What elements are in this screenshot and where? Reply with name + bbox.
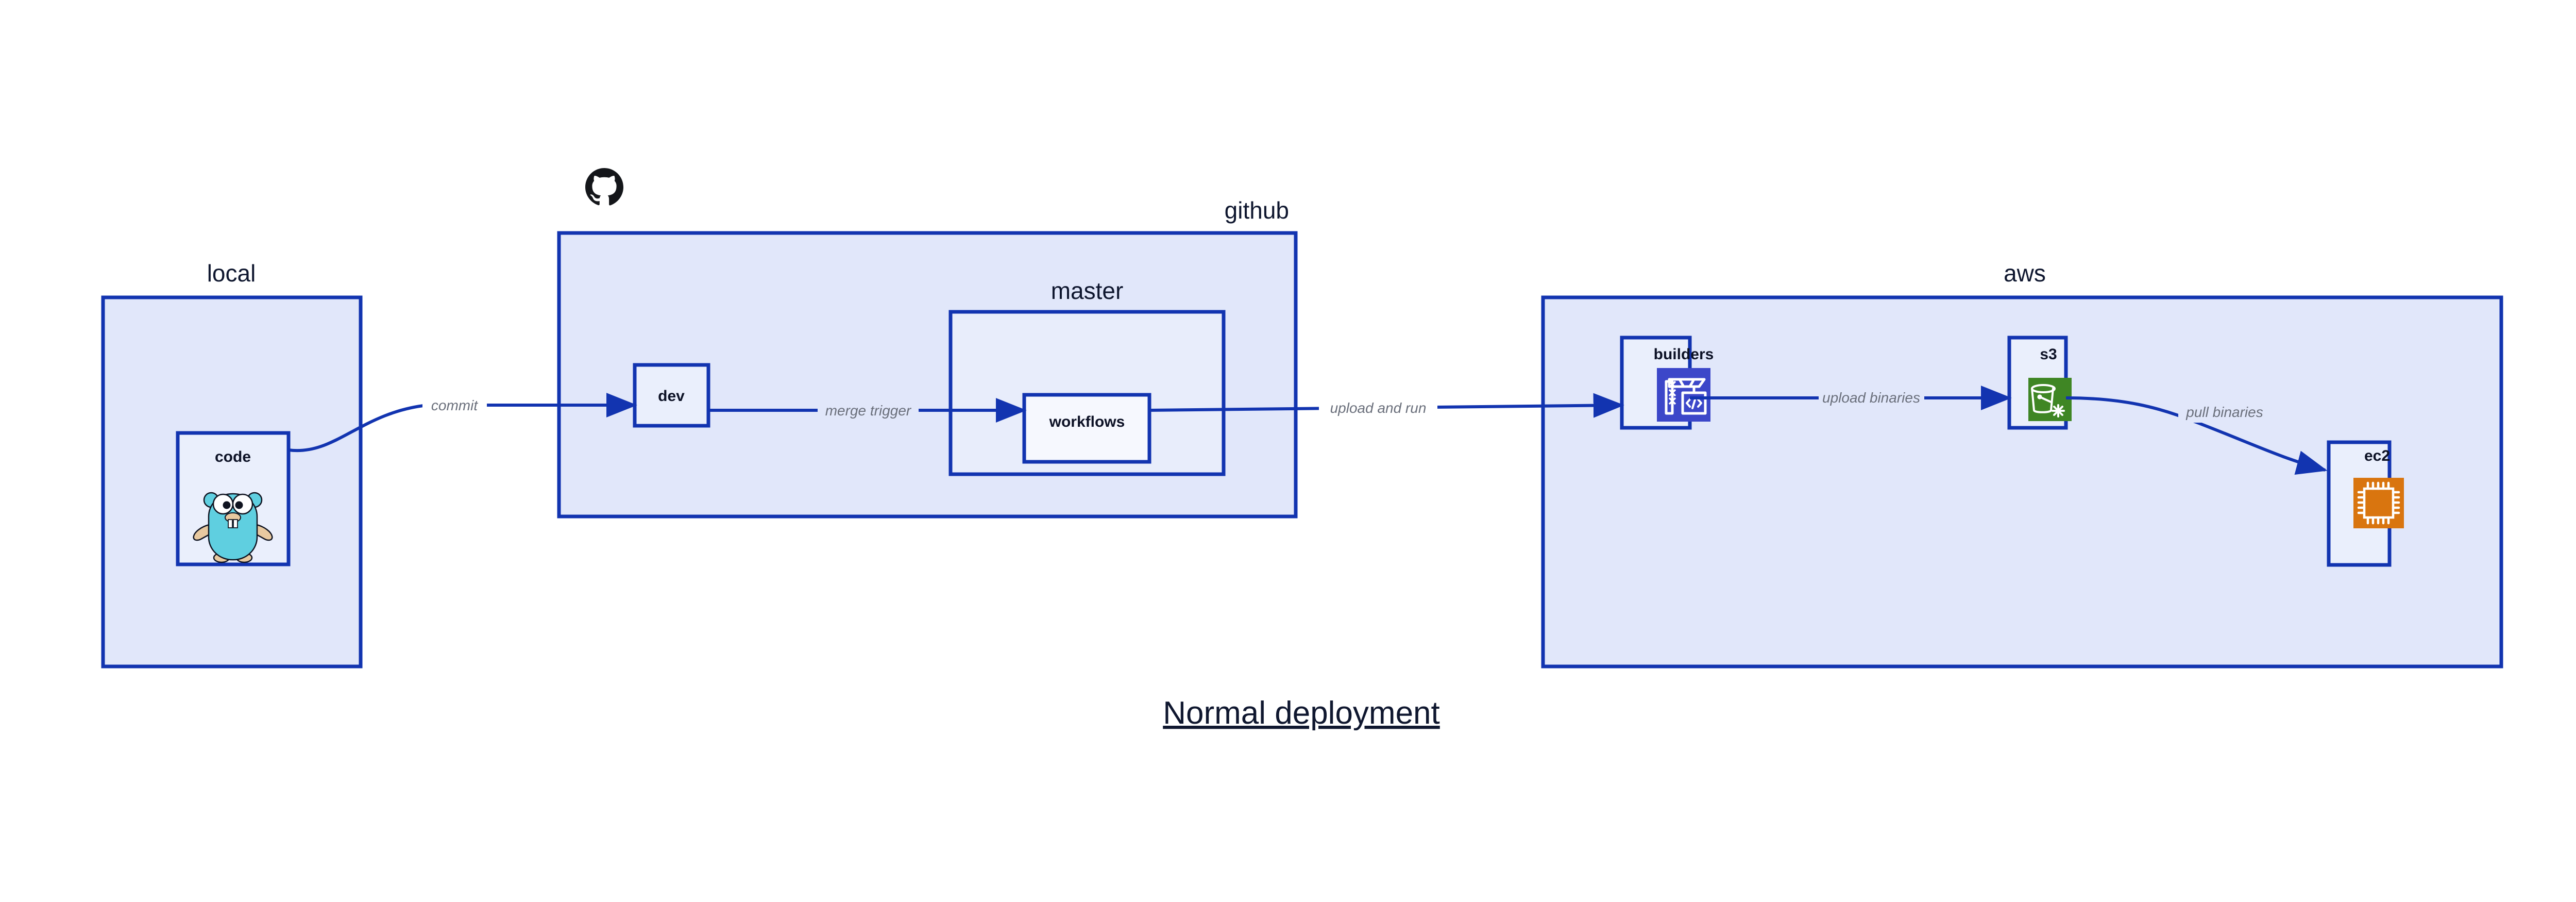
- edge-upload-binaries: upload binaries: [1690, 386, 2012, 410]
- edge-commit-label: commit: [431, 397, 478, 413]
- group-local: local code: [101, 260, 363, 669]
- group-github-label: github: [1225, 197, 1289, 224]
- edge-upload-and-run-label: upload and run: [1330, 400, 1427, 416]
- node-dev[interactable]: dev: [633, 363, 710, 428]
- diagram-caption: Normal deployment: [1163, 695, 1440, 731]
- group-master: master workflows: [948, 277, 1226, 476]
- edge-commit-line: [288, 393, 637, 453]
- edge-pull-binaries-label-bg: [2178, 402, 2271, 423]
- group-github: github dev master workflows: [557, 168, 1298, 519]
- edge-commit: commit: [288, 393, 637, 453]
- edge-merge-trigger: merge trigger: [708, 398, 1027, 423]
- node-dev-label: dev: [658, 388, 685, 405]
- group-master-label: master: [1051, 277, 1124, 304]
- group-local-label: local: [207, 260, 256, 287]
- node-s3-label: s3: [2040, 346, 2057, 363]
- edge-upload-binaries-label-bg: [1819, 388, 1924, 408]
- node-builders[interactable]: builders: [1620, 336, 1714, 430]
- node-workflows-label: workflows: [1049, 413, 1125, 430]
- edge-upload-and-run: upload and run: [1149, 393, 1624, 419]
- edge-pull-binaries-label: pull binaries: [2185, 404, 2263, 420]
- node-dev-box[interactable]: [633, 363, 710, 428]
- edge-upload-and-run-label-bg: [1319, 398, 1437, 419]
- group-aws: aws builders: [1541, 260, 2503, 669]
- edge-pull-binaries: pull binaries: [2065, 396, 2328, 475]
- node-ec2[interactable]: ec2: [2327, 440, 2404, 567]
- node-ec2-label: ec2: [2364, 447, 2390, 464]
- aws-codebuild-crane-icon: [1657, 368, 1710, 422]
- node-workflows-box[interactable]: [1022, 393, 1151, 464]
- node-builders-label: builders: [1654, 346, 1714, 363]
- node-code[interactable]: code: [176, 431, 291, 566]
- edge-upload-binaries-label: upload binaries: [1822, 390, 1920, 406]
- edge-commit-label-bg: [422, 394, 487, 416]
- aws-ec2-chip-icon: [2353, 478, 2404, 528]
- node-code-label: code: [215, 448, 251, 465]
- node-s3[interactable]: s3: [2007, 336, 2072, 430]
- group-aws-label: aws: [2004, 260, 2046, 287]
- edge-merge-trigger-label: merge trigger: [825, 403, 912, 419]
- edge-merge-trigger-label-bg: [818, 400, 919, 421]
- go-gopher-icon: [193, 492, 273, 563]
- aws-s3-glacier-bucket-icon: [2028, 378, 2072, 421]
- github-octocat-icon: [585, 168, 623, 206]
- node-workflows[interactable]: workflows: [1022, 393, 1151, 464]
